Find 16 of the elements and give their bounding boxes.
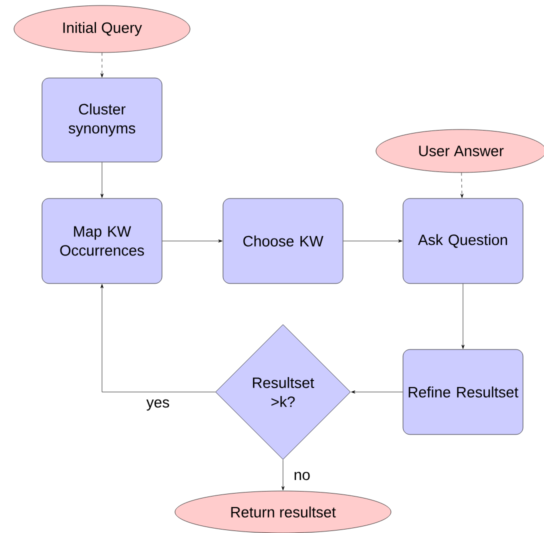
arrow: [351, 390, 403, 394]
arrow: [100, 162, 104, 198]
edge-label: no: [292, 470, 312, 482]
arrow: [100, 284, 216, 392]
process-box: Map KW Occurrences: [42, 198, 162, 284]
arrow: [282, 460, 284, 490]
process-box: Refine Resultset: [402, 349, 524, 435]
arrow: [162, 240, 222, 242]
process-box: Cluster synonyms: [42, 78, 162, 162]
process-box: Choose KW: [222, 198, 344, 284]
arrow: [343, 240, 402, 242]
arrow: [462, 284, 464, 349]
process-box: Ask Question: [402, 198, 524, 284]
arrow: [460, 172, 464, 198]
arrow: [100, 52, 104, 78]
edge-label: yes: [145, 398, 171, 412]
